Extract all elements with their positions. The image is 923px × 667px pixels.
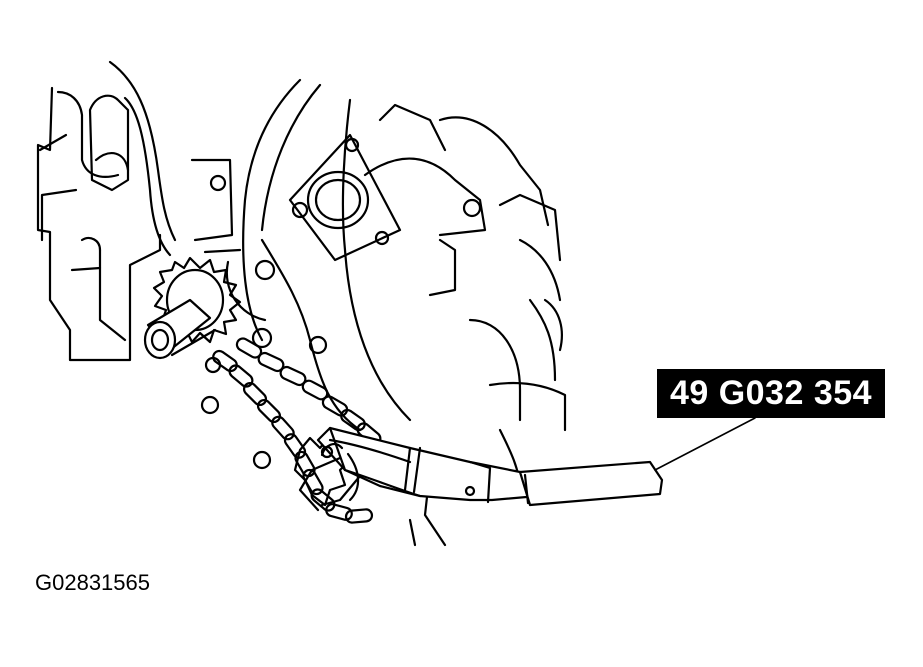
oil-pump-sprocket bbox=[143, 256, 242, 360]
engine-block-left bbox=[36, 60, 177, 362]
special-tool bbox=[298, 426, 664, 512]
tool-number-label: 49 G032 354 bbox=[657, 369, 885, 418]
callout-leader-line bbox=[654, 417, 756, 471]
figure-id: G02831565 bbox=[35, 570, 150, 595]
exhaust-flange bbox=[288, 103, 487, 262]
timing-chain bbox=[212, 337, 382, 524]
engine-block-right bbox=[408, 116, 567, 547]
